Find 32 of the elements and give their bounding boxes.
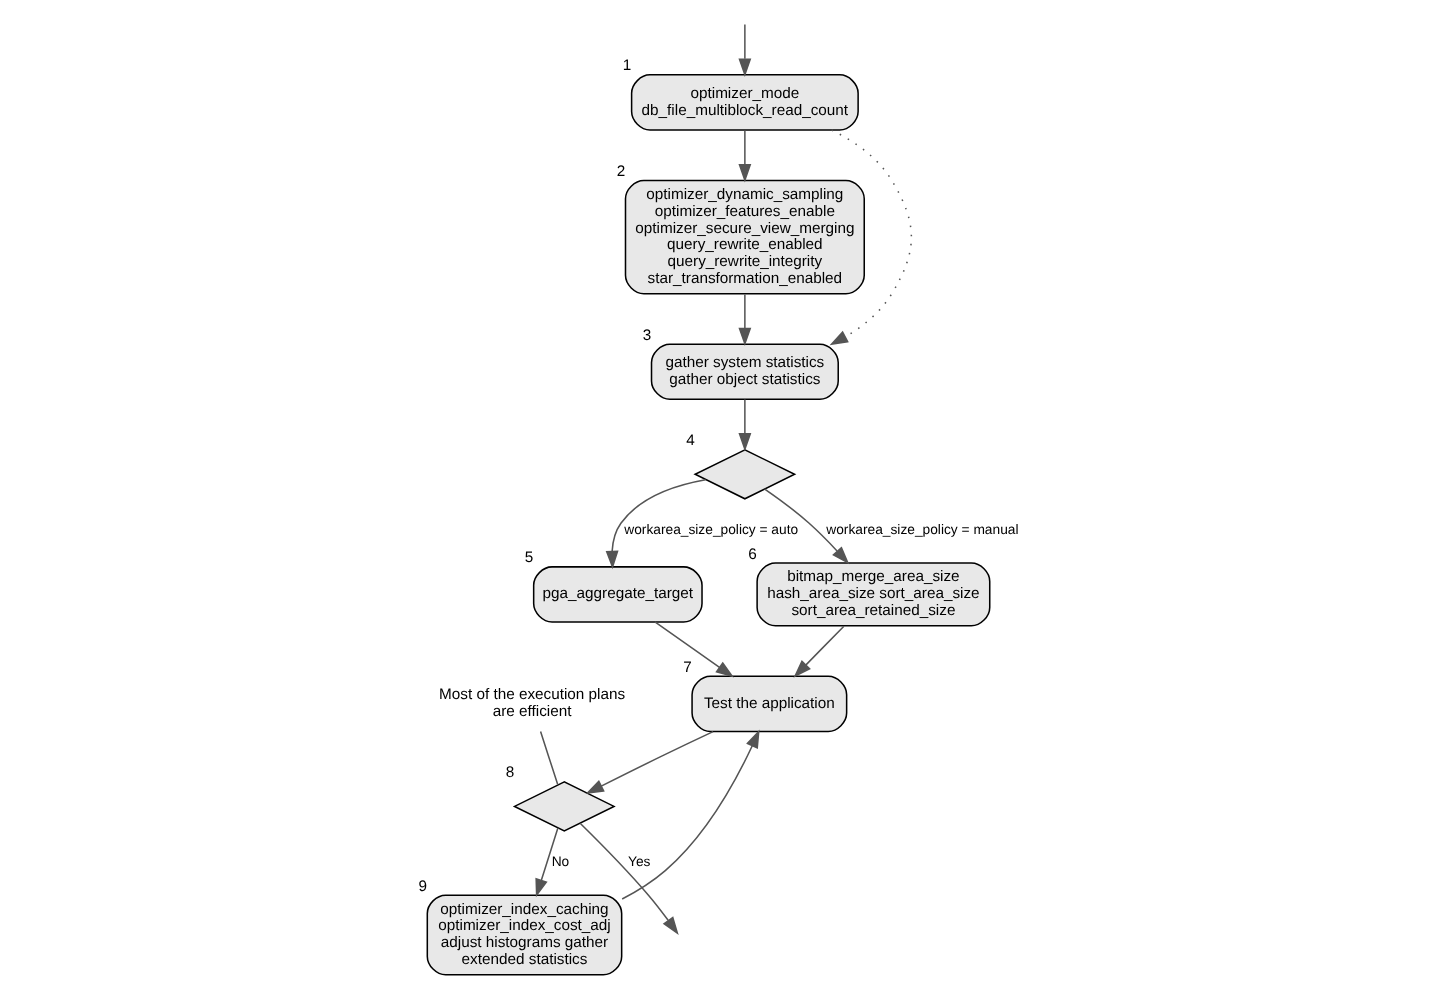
arrow — [654, 621, 735, 678]
arrow — [585, 730, 714, 795]
arrow — [605, 478, 707, 570]
connector — [539, 730, 559, 786]
node-text: Most of the execution plans are efficient — [439, 685, 626, 721]
arrow — [829, 129, 913, 346]
node-label: 1 — [622, 56, 632, 75]
node-box: optimizer_mode db_file_multiblock_read_count — [630, 74, 859, 131]
arrow — [738, 398, 752, 452]
node-box: Test the application — [691, 675, 848, 733]
node-box: gather system statistics gather object statistics — [650, 343, 839, 401]
arrow — [738, 23, 752, 77]
node-box: optimizer_index_caching optimizer_index_cost_adj adjust histograms gather extended statistics — [426, 894, 623, 976]
node-label: 6 — [748, 544, 757, 563]
node-diamond — [693, 448, 797, 500]
node-label: 7 — [683, 657, 692, 676]
node-box: bitmap_merge_area_size hash_area_size sort_area_size sort_area_retained_size — [756, 562, 991, 627]
node-label: 8 — [505, 763, 515, 782]
arrow — [793, 625, 845, 678]
arrow — [535, 827, 559, 898]
arrow — [621, 729, 760, 900]
arrow — [763, 488, 850, 565]
node-label: 9 — [418, 876, 427, 895]
arrow — [579, 822, 679, 936]
node-label: 2 — [616, 161, 626, 180]
arrow — [738, 129, 752, 183]
node-box: pga_aggregate_target — [532, 566, 703, 623]
node-box: optimizer_dynamic_sampling optimizer_features_enable optimizer_secure_view_merging query_rewrite_enabled query_rewrite_integrity star_transformation_enabled — [624, 179, 865, 295]
node-label: 4 — [686, 431, 695, 450]
node-label: 3 — [642, 325, 652, 344]
arrow — [738, 293, 752, 347]
node-label: 5 — [524, 548, 534, 567]
